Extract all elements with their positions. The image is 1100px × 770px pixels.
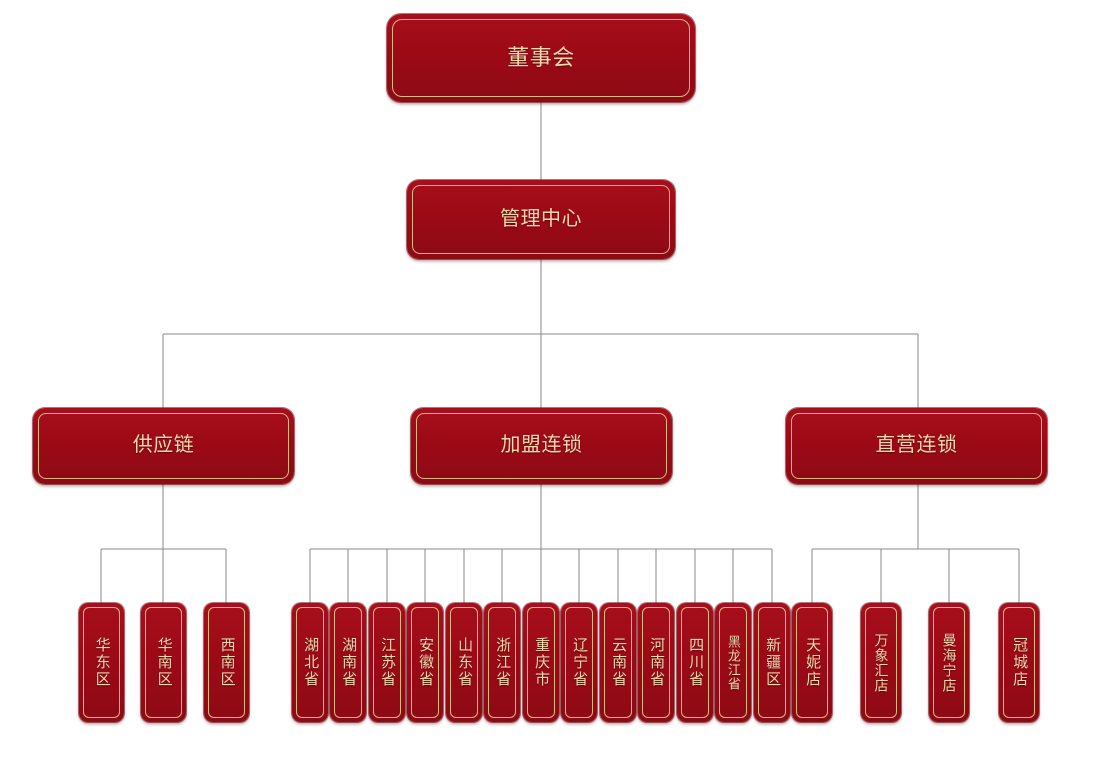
node-label: 天妮店 [804,637,822,688]
leaf-node-chongqing[interactable]: 重庆市 [523,603,559,722]
leaf-node-south-region[interactable]: 华南区 [141,603,186,722]
leaf-node-manhaining-store[interactable]: 曼海宁店 [929,603,969,722]
leaf-node-tianni-store[interactable]: 天妮店 [792,603,832,722]
leaf-node-hubei[interactable]: 湖北省 [292,603,328,722]
node-label: 浙江省 [494,637,512,688]
leaf-node-zhejiang[interactable]: 浙江省 [484,603,520,722]
leaf-node-xinjiang[interactable]: 新疆区 [754,603,790,722]
node-label: 辽宁省 [571,637,589,688]
node-label: 重庆市 [533,637,551,688]
node-label: 华东区 [93,637,111,688]
node-label: 西南区 [218,637,236,688]
leaf-node-heilongjiang[interactable]: 黑龙江省 [715,603,751,722]
node-label: 曼海宁店 [941,632,958,693]
node-franchise-chain[interactable]: 加盟连锁 [411,408,672,484]
leaf-node-shandong[interactable]: 山东省 [446,603,482,722]
node-management-center[interactable]: 管理中心 [407,180,675,259]
leaf-node-anhui[interactable]: 安徽省 [407,603,443,722]
leaf-node-henan[interactable]: 河南省 [638,603,674,722]
leaf-node-jiangsu[interactable]: 江苏省 [369,603,405,722]
leaf-node-yunnan[interactable]: 云南省 [600,603,636,722]
node-label: 万象汇店 [873,632,890,693]
node-label: 江苏省 [379,637,397,688]
node-label: 四川省 [687,637,705,688]
node-label: 新疆区 [764,637,782,688]
leaf-node-guancheng-store[interactable]: 冠城店 [999,603,1039,722]
node-label: 管理中心 [500,207,582,230]
node-board[interactable]: 董事会 [387,14,695,102]
node-label: 冠城店 [1011,637,1029,688]
leaf-node-hunan[interactable]: 湖南省 [330,603,366,722]
node-label: 黑龙江省 [725,634,741,691]
node-label: 供应链 [132,434,195,457]
node-supply-chain[interactable]: 供应链 [33,408,294,484]
leaf-node-southwest-region[interactable]: 西南区 [204,603,249,722]
node-label: 华南区 [155,637,173,688]
node-label: 河南省 [648,637,666,688]
node-label: 直营连锁 [875,434,958,457]
node-label: 加盟连锁 [500,434,583,457]
leaf-node-east-region[interactable]: 华东区 [79,603,124,722]
leaf-node-liaoning[interactable]: 辽宁省 [561,603,597,722]
leaf-node-sichuan[interactable]: 四川省 [677,603,713,722]
node-label: 董事会 [507,45,575,71]
node-label: 山东省 [456,637,474,688]
node-label: 云南省 [610,637,628,688]
node-label: 湖南省 [340,637,358,688]
node-direct-chain[interactable]: 直营连锁 [786,408,1047,484]
node-label: 安徽省 [417,637,435,688]
node-label: 湖北省 [302,637,320,688]
leaf-node-wanxianghui-store[interactable]: 万象汇店 [861,603,901,722]
